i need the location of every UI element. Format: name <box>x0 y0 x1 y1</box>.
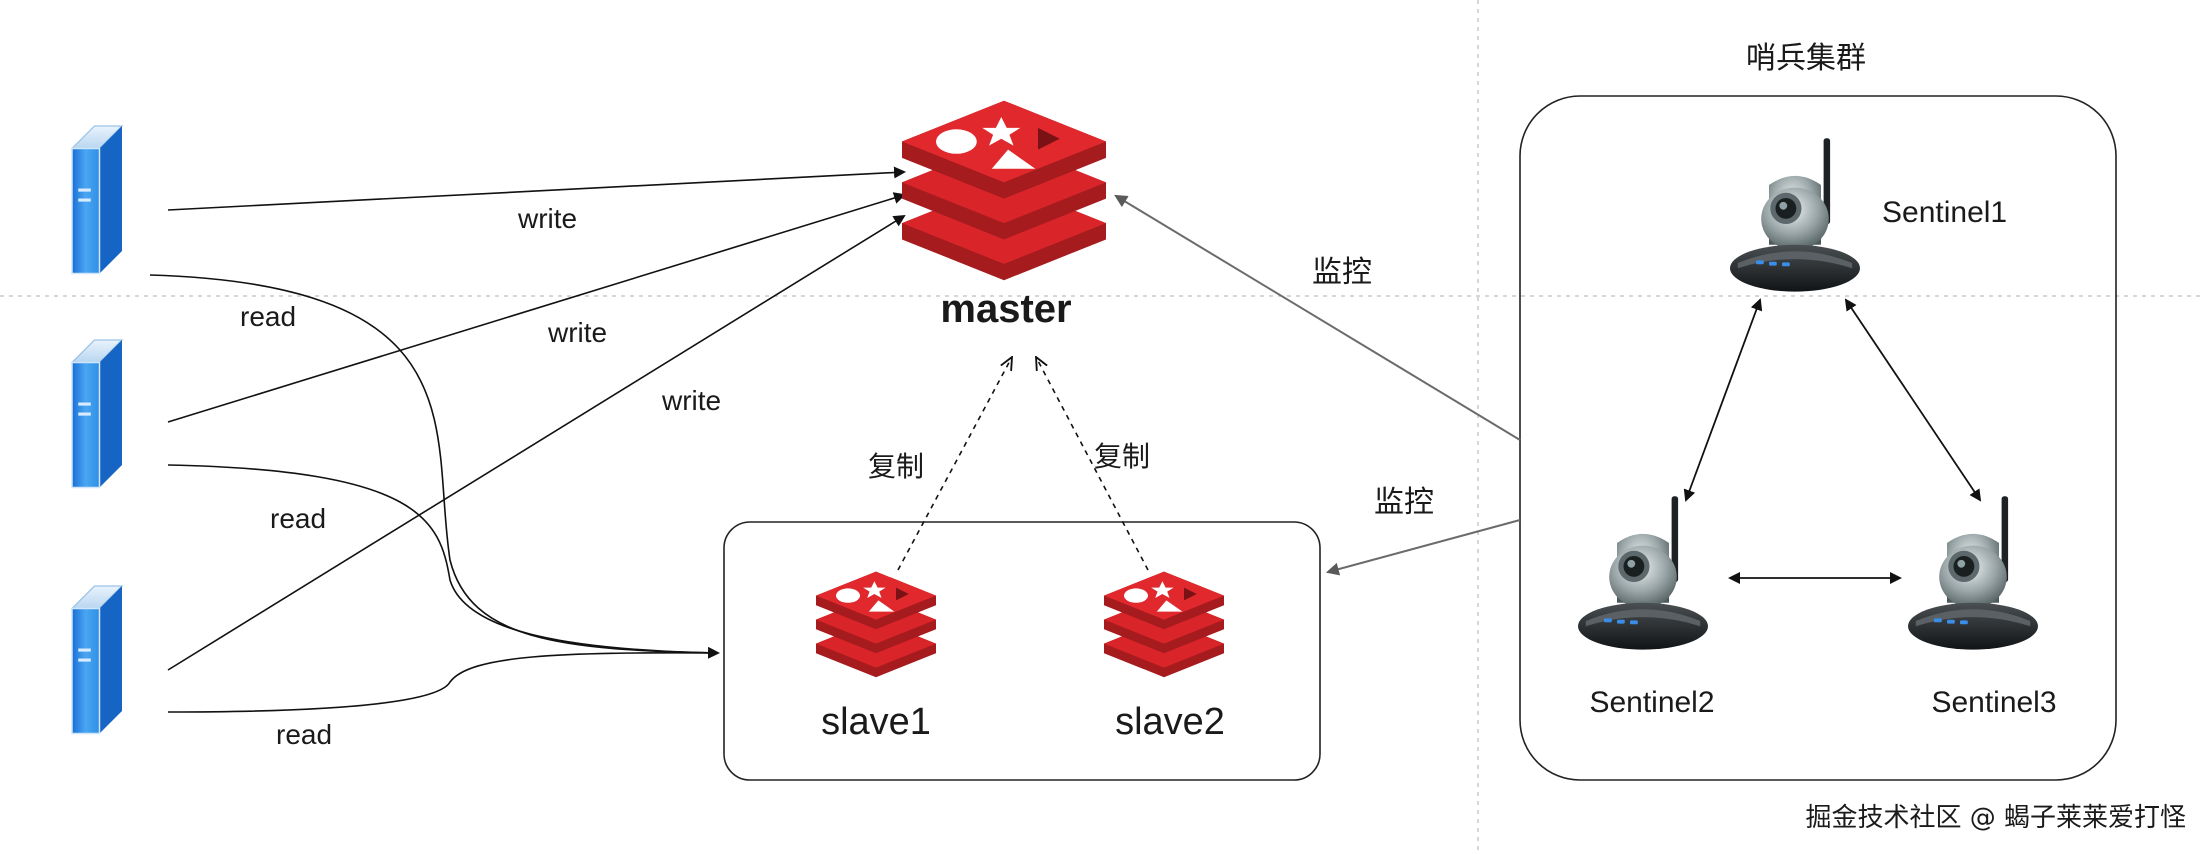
write-arrow-2 <box>167 192 906 423</box>
slave-group-box <box>723 521 1321 781</box>
camera-icon <box>1578 496 1708 650</box>
camera-icon <box>1730 138 1860 292</box>
sentinel-cluster-box <box>1519 95 2117 781</box>
write-arrow-3 <box>167 214 906 671</box>
sentinel3-label: Sentinel3 <box>1931 686 2056 719</box>
sentinel-links <box>1683 298 1982 584</box>
slave2-label: slave2 <box>1115 701 1225 743</box>
write-label-2: write <box>547 317 607 348</box>
sentinel2-label: Sentinel2 <box>1589 686 1714 719</box>
monitor-arrow-slaves <box>1325 519 1521 576</box>
slave2-node <box>1104 571 1224 678</box>
read-label-1: read <box>240 301 296 332</box>
redis-logo-icon <box>816 571 936 678</box>
slave1-label: slave1 <box>821 701 931 743</box>
read-label-3: read <box>276 719 332 750</box>
sentinel1-label: Sentinel1 <box>1882 196 2007 229</box>
master-node <box>902 100 1106 281</box>
server-icon <box>71 585 123 735</box>
client-servers <box>71 125 123 735</box>
replicate-arrow-1 <box>897 357 1012 571</box>
monitor-arrows <box>1114 194 1521 576</box>
monitor-label-1: 监控 <box>1312 255 1372 290</box>
watermark: 掘金技术社区 @ 蝎子莱莱爱打怪 <box>1805 803 2186 833</box>
read-arrows <box>149 274 720 713</box>
read-arrow-1 <box>149 274 720 659</box>
write-label-1: write <box>517 203 577 234</box>
redis-logo-icon <box>1104 571 1224 678</box>
camera-icon <box>1908 496 2038 650</box>
write-label-3: write <box>661 385 721 416</box>
server-icon <box>71 125 123 275</box>
replicate-arrow-2 <box>1036 357 1149 571</box>
slave1-node <box>816 571 936 678</box>
master-label: master <box>940 287 1071 331</box>
replicate-label-1: 复制 <box>868 450 924 483</box>
sentinel-link-1-3 <box>1844 298 1982 502</box>
read-label-2: read <box>270 503 326 534</box>
monitor-label-2: 监控 <box>1374 485 1434 520</box>
write-arrows <box>167 166 906 671</box>
monitor-arrow-master <box>1114 194 1521 441</box>
labels: master slave1 slave2 write write write r… <box>240 41 2186 833</box>
read-arrow-3 <box>167 652 719 713</box>
cluster-title: 哨兵集群 <box>1746 41 1866 76</box>
write-arrow-1 <box>167 166 906 211</box>
server-icon <box>71 339 123 489</box>
replication-arrows <box>897 357 1149 571</box>
read-arrow-2 <box>167 464 719 654</box>
sentinel-link-1-2 <box>1683 298 1763 502</box>
replicate-label-2: 复制 <box>1094 440 1150 473</box>
redis-logo-icon <box>902 100 1106 281</box>
